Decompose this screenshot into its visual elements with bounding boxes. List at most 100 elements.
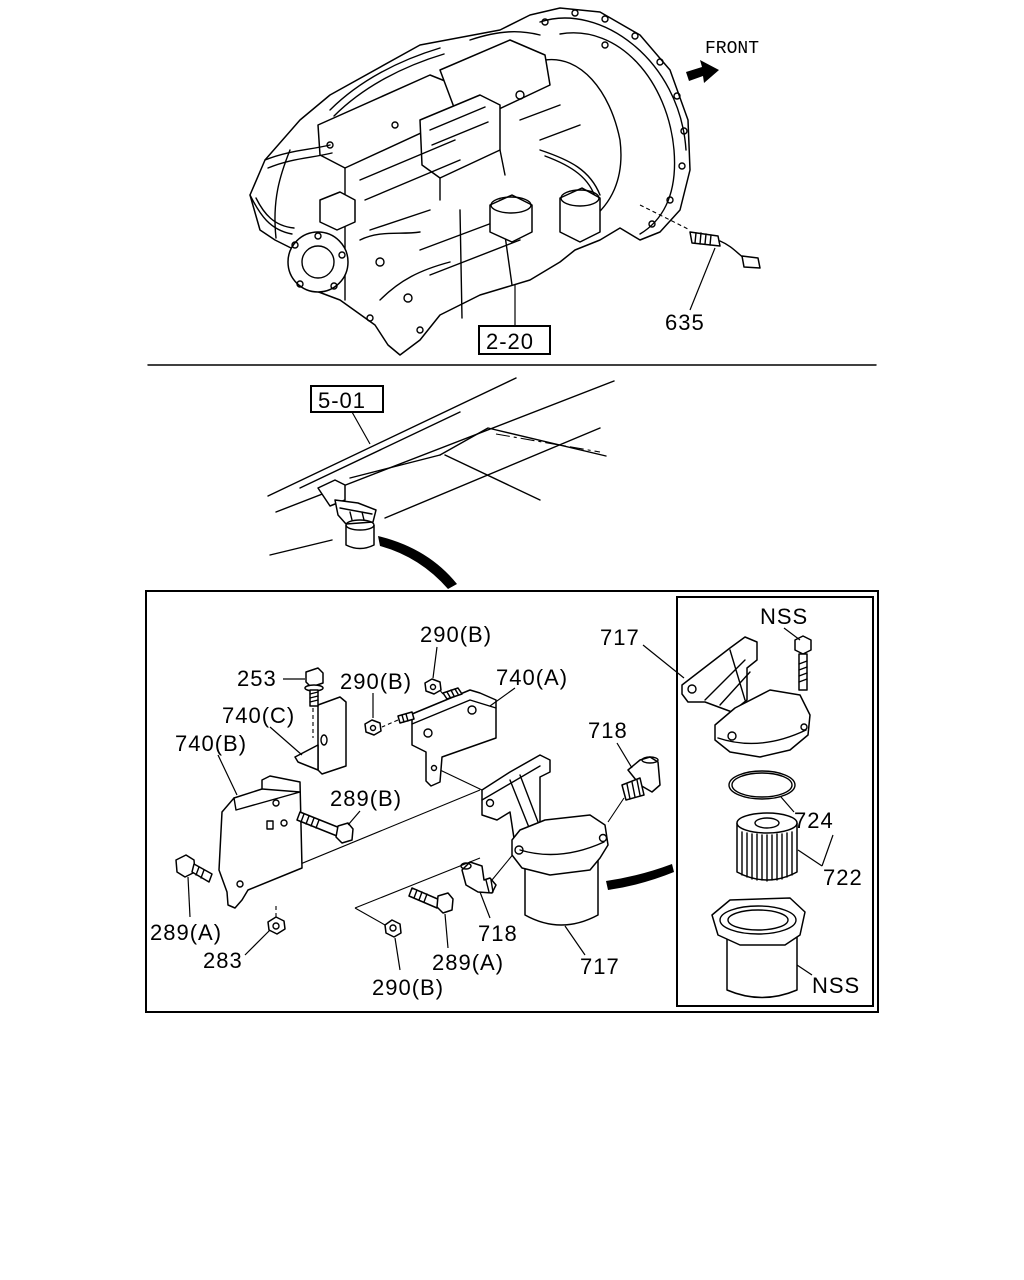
element-722 bbox=[736, 812, 798, 882]
fitting-718-lower bbox=[460, 861, 497, 894]
detail-arrow-icon bbox=[378, 536, 457, 589]
sensor-wire bbox=[719, 240, 745, 259]
cross-member-top bbox=[439, 427, 607, 457]
callout-717-main: 717 bbox=[580, 954, 620, 979]
nut-290b-mid bbox=[364, 711, 415, 736]
filter-717-detail-port bbox=[727, 731, 737, 741]
leader-635 bbox=[689, 247, 716, 311]
filter-717-gusset bbox=[481, 765, 541, 831]
frame-ref-box bbox=[310, 385, 384, 413]
case-rib-lines bbox=[359, 104, 581, 276]
oring-724 bbox=[728, 770, 796, 800]
rail-inner-line bbox=[349, 454, 441, 479]
bolt-289a-left-shank bbox=[191, 863, 213, 883]
callout-724: 724 bbox=[794, 808, 834, 833]
element-722-top bbox=[736, 812, 798, 834]
bracket-740b-edge bbox=[233, 788, 301, 811]
nss-bolt-head bbox=[794, 635, 812, 655]
nut-290b-bottom bbox=[384, 919, 402, 938]
mounted-filter-small bbox=[317, 479, 377, 550]
nut-290b-top bbox=[424, 678, 463, 700]
filter-717-head bbox=[511, 814, 609, 876]
callout-289a-bottom: 289(A) bbox=[432, 950, 504, 975]
filter-717-detail-port-2 bbox=[800, 723, 808, 731]
filter-717-detail-head bbox=[714, 689, 811, 758]
bracket-740b-hole-1 bbox=[272, 799, 280, 807]
bolt-253-threads bbox=[309, 691, 319, 703]
callout-290b-mid: 290(B) bbox=[340, 669, 412, 694]
bolt-289a-bottom bbox=[408, 887, 454, 914]
bolt-289a-bottom-head bbox=[436, 892, 454, 914]
side-components bbox=[319, 187, 601, 243]
callout-718-lower: 718 bbox=[478, 921, 518, 946]
bolt-289b bbox=[296, 811, 354, 844]
filter-717-detail-bracket bbox=[681, 636, 758, 713]
bracket-740c bbox=[294, 696, 347, 775]
callout-289b: 289(B) bbox=[330, 786, 402, 811]
nss-bowl-rim bbox=[719, 905, 797, 935]
bracket-740b-hole-3 bbox=[236, 880, 244, 888]
bolt-289b-threads bbox=[300, 813, 320, 829]
small-filter-details bbox=[339, 507, 373, 521]
filter-717-bracket bbox=[481, 754, 551, 846]
nss-bolt-shank bbox=[798, 653, 808, 691]
bracket-740c-base bbox=[294, 744, 319, 771]
sensor-connector bbox=[741, 255, 761, 269]
sensor-mount-line bbox=[639, 204, 691, 231]
element-722-core bbox=[754, 817, 780, 829]
callout-718-upper: 718 bbox=[588, 718, 628, 743]
front-label: FRONT bbox=[705, 39, 759, 59]
fitting-718-upper bbox=[621, 756, 661, 801]
callout-289a-left: 289(A) bbox=[150, 920, 222, 945]
bracket-740a-plate bbox=[411, 689, 497, 787]
sensor-part bbox=[689, 231, 761, 269]
filter-717-detail-hole bbox=[687, 684, 697, 694]
callout-717-detail: 717 bbox=[600, 625, 640, 650]
filter-717-main bbox=[481, 754, 609, 926]
callout-722: 722 bbox=[823, 865, 863, 890]
nut-283 bbox=[267, 916, 286, 935]
small-filter-bowl bbox=[345, 525, 375, 550]
stud-mid bbox=[397, 711, 415, 724]
output-flange-inner bbox=[301, 245, 335, 279]
bracket-740b-hole-2 bbox=[280, 819, 288, 827]
transmission-ref: 2-20 bbox=[486, 329, 534, 354]
shift-tower-detail bbox=[429, 106, 506, 201]
bell-housing-arc-outer bbox=[539, 17, 687, 151]
cross-member-bottom bbox=[444, 454, 541, 501]
filter-717-port-left bbox=[514, 845, 524, 855]
bracket-740a-hole-1 bbox=[423, 728, 433, 738]
small-filter-head bbox=[334, 499, 377, 525]
callout-740a: 740(A) bbox=[496, 665, 568, 690]
callout-253: 253 bbox=[237, 666, 277, 691]
rail-inner-flange bbox=[299, 411, 461, 489]
bracket-740a bbox=[411, 689, 497, 787]
callout-740b: 740(B) bbox=[175, 731, 247, 756]
transmission-illustration bbox=[249, 7, 691, 356]
transmission-pipes bbox=[249, 31, 601, 301]
bracket-740b-plate bbox=[218, 775, 303, 909]
callout-283: 283 bbox=[203, 948, 243, 973]
rail-top-edge bbox=[267, 377, 517, 497]
leader-lines bbox=[187, 627, 834, 976]
bell-housing-rib bbox=[544, 58, 622, 221]
callout-635: 635 bbox=[665, 310, 705, 335]
case-bolts bbox=[291, 9, 688, 334]
filter-717-bracket-hole bbox=[485, 798, 495, 808]
front-arrow-icon bbox=[686, 60, 719, 83]
bracket-740a-flange bbox=[411, 699, 497, 725]
bolt-253 bbox=[304, 667, 324, 707]
exploded-view-arrow-icon bbox=[606, 864, 674, 890]
bolt-289a-left-head bbox=[175, 854, 196, 878]
rail-lower-front bbox=[269, 539, 333, 556]
nss-bolt-threads bbox=[798, 660, 808, 683]
bracket-740c-hole bbox=[320, 734, 328, 746]
filter-717-detail bbox=[681, 636, 811, 758]
callout-740c: 740(C) bbox=[222, 703, 295, 728]
callout-nss-bolt: NSS bbox=[760, 604, 808, 629]
case-edge-2 bbox=[459, 209, 463, 319]
frame-centerline bbox=[495, 433, 601, 453]
bracket-740a-hole-3 bbox=[430, 764, 438, 772]
small-bracket bbox=[317, 479, 346, 507]
